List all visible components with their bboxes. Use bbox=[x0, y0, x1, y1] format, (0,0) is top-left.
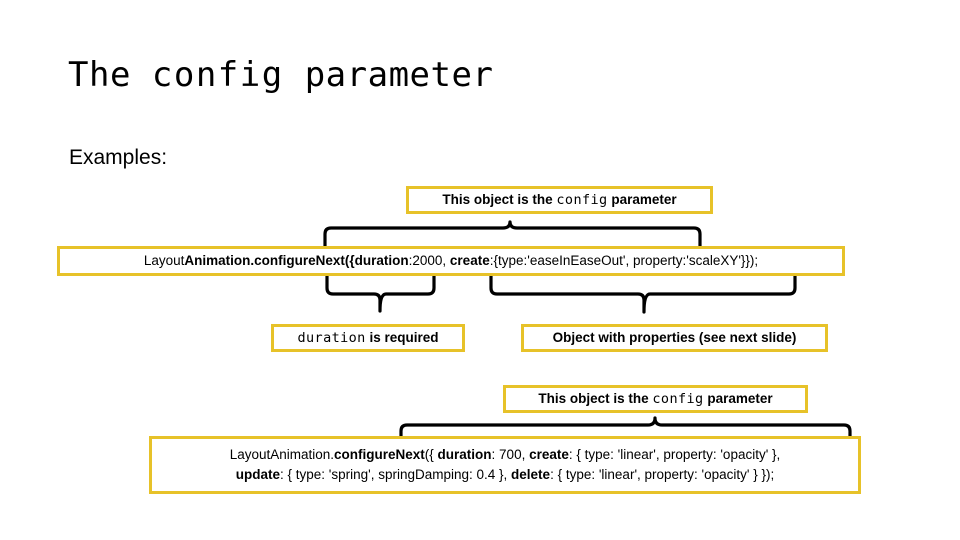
code-example-1-text: LayoutAnimation.configureNext({duration:… bbox=[143, 253, 759, 269]
callout-duration-text: duration is required bbox=[291, 328, 444, 349]
callout-duration-code: duration bbox=[297, 329, 366, 346]
code-example-2-box[interactable]: LayoutAnimation.configureNext({ duration… bbox=[149, 436, 861, 494]
callout-bottom-code: config bbox=[652, 390, 704, 407]
callout-duration-required[interactable]: duration is required bbox=[271, 324, 465, 352]
page-title: The config parameter bbox=[68, 55, 493, 95]
callout-object-properties[interactable]: Object with properties (see next slide) bbox=[521, 324, 828, 352]
brace-code1-to-object-icon bbox=[489, 274, 797, 314]
callout-object-text: Object with properties (see next slide) bbox=[552, 330, 797, 346]
examples-label: Examples: bbox=[69, 146, 168, 169]
brace-code1-to-duration-icon bbox=[325, 274, 436, 313]
title-prefix: The bbox=[68, 55, 152, 95]
code-example-2-line2: update: { type: 'spring', springDamping:… bbox=[235, 467, 775, 482]
title-code-config: config bbox=[151, 55, 284, 95]
callout-duration-after: is required bbox=[365, 329, 439, 345]
title-suffix: parameter bbox=[283, 55, 494, 95]
callout-bottom-before: This object is the bbox=[538, 390, 653, 406]
callout-config-bottom[interactable]: This object is the config parameter bbox=[503, 385, 808, 413]
code-example-2-line1: LayoutAnimation.configureNext({ duration… bbox=[229, 447, 781, 463]
code-example-2-text: LayoutAnimation.configureNext({ duration… bbox=[224, 445, 787, 484]
code-example-1-box[interactable]: LayoutAnimation.configureNext({duration:… bbox=[57, 246, 845, 276]
callout-top-after: parameter bbox=[607, 191, 677, 207]
callout-bottom-after: parameter bbox=[703, 390, 773, 406]
callout-config-top[interactable]: This object is the config parameter bbox=[406, 186, 713, 214]
callout-config-bottom-text: This object is the config parameter bbox=[532, 389, 778, 410]
callout-config-top-text: This object is the config parameter bbox=[436, 190, 682, 211]
callout-top-code: config bbox=[556, 191, 608, 208]
callout-top-before: This object is the bbox=[442, 191, 557, 207]
